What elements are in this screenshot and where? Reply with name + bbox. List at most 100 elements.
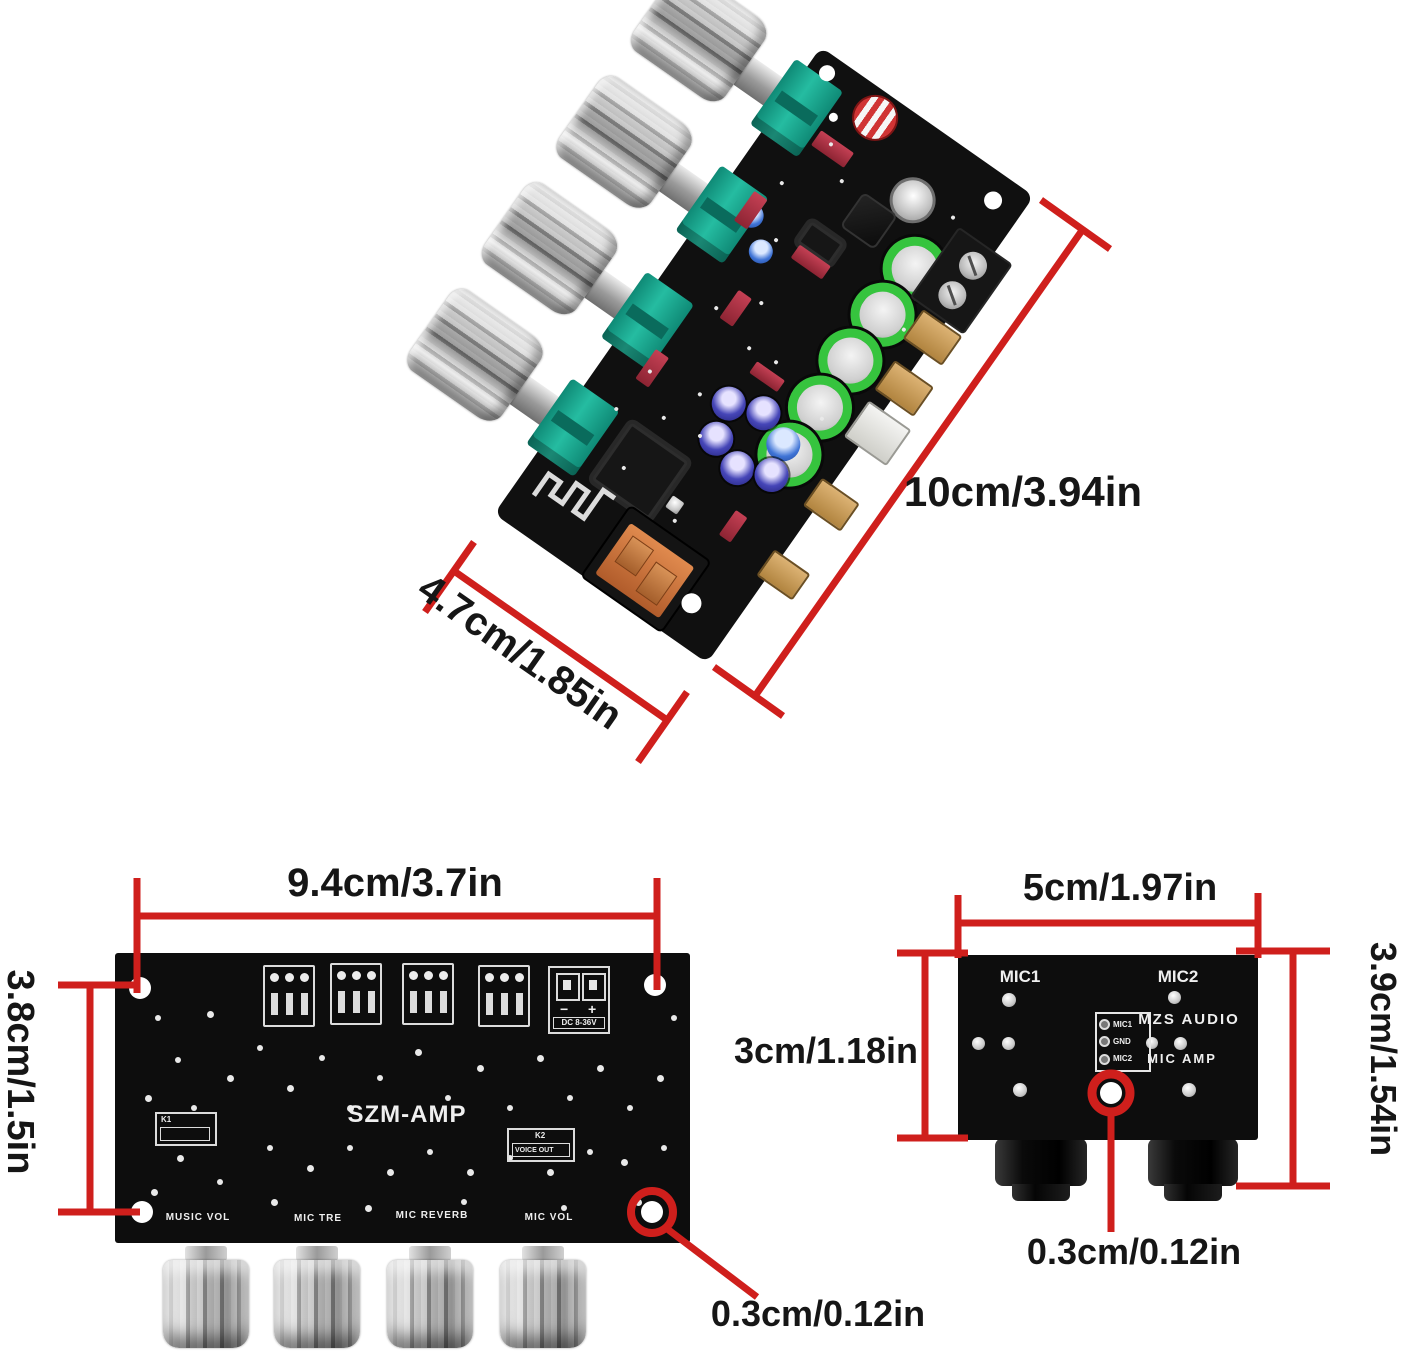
silkscreen-dot <box>779 180 785 186</box>
footprint-pin <box>368 991 375 1013</box>
silkscreen-dot <box>746 345 752 352</box>
solder-pad <box>427 1149 433 1155</box>
solder-pad <box>461 1199 467 1205</box>
footprint-pad <box>485 973 494 982</box>
dim-top-length: 10cm/3.94in <box>903 468 1143 515</box>
solder-pad <box>507 1105 513 1111</box>
solder-pad <box>151 1189 158 1196</box>
pin-pad-icon <box>1099 1036 1110 1048</box>
solder-pad <box>271 1199 278 1206</box>
mic2-label: MIC2 <box>1157 967 1199 986</box>
mounting-hole <box>827 111 840 124</box>
terminal-screw <box>932 275 972 315</box>
silkscreen-dot <box>758 300 765 306</box>
footprint-pad <box>500 973 509 982</box>
silkscreen-dot <box>773 359 779 365</box>
amplifier-board-top-view <box>401 0 1034 664</box>
dim-mic-width: 5cm/1.97in <box>1022 867 1218 909</box>
smd-resistor <box>719 289 752 327</box>
footprint-pad <box>424 971 433 980</box>
solder-pad <box>387 1169 394 1176</box>
mounting-hole <box>641 1201 663 1223</box>
solder-pad <box>347 1105 354 1112</box>
solder-pad <box>307 1165 314 1172</box>
filter-capacitor <box>843 85 908 150</box>
solder-pad <box>1002 993 1016 1007</box>
mounting-hole <box>1100 1082 1122 1104</box>
mic2-jack-barrel <box>1164 1184 1222 1201</box>
pin-label: MIC2 <box>1113 1054 1133 1064</box>
solder-pad <box>1174 1037 1187 1050</box>
product-silkscreen: MIC AMP <box>1147 1051 1217 1066</box>
jst-connector <box>756 549 811 601</box>
k2-label: K2 <box>535 1131 546 1140</box>
audio-capacitor <box>705 379 753 428</box>
footprint-pin <box>425 991 432 1013</box>
usb-tongue <box>595 522 695 619</box>
solder-pad <box>657 1075 664 1082</box>
solder-pad <box>467 1169 474 1176</box>
footprint-pin <box>440 991 447 1013</box>
pin-row: GND <box>1099 1036 1147 1048</box>
mounting-hole <box>980 187 1006 213</box>
solder-pad <box>227 1075 234 1082</box>
mic1-jack <box>995 1138 1087 1186</box>
footprint-pin <box>338 991 345 1013</box>
solder-pad <box>567 1095 573 1101</box>
pin-label: MIC1 <box>1113 1019 1133 1029</box>
knob-nut <box>522 1246 564 1261</box>
front-volume-knob <box>500 1260 586 1348</box>
k2-row: VOICE OUT <box>512 1143 570 1157</box>
dim-mic-body: 3cm/1.18in <box>733 1030 919 1071</box>
solder-pad <box>587 1149 593 1155</box>
smd-resistor <box>749 361 786 393</box>
solder-pad <box>547 1169 554 1176</box>
voice-out-label: VOICE OUT <box>515 1146 554 1154</box>
jst-connector <box>802 477 860 532</box>
knob-nut <box>409 1246 451 1261</box>
dim-front-width: 9.4cm/3.7in <box>287 861 503 905</box>
solder-pad <box>365 1205 372 1212</box>
solder-pad <box>1168 991 1181 1004</box>
knob-label-mic-tre: MIC TRE <box>293 1213 343 1224</box>
k1-row <box>160 1127 210 1141</box>
solder-pad <box>267 1145 273 1151</box>
solder-pad <box>377 1075 383 1081</box>
front-volume-knob <box>274 1260 360 1348</box>
brand-silkscreen: MZS AUDIO <box>1138 1011 1240 1028</box>
szm-amp-board-front-view: − + DC 8-36V K1 K2 VOICE OUT SZM-AMP MUS… <box>115 953 690 1243</box>
footprint-pin <box>486 993 493 1015</box>
jst-connector <box>874 359 935 417</box>
mounting-hole <box>129 977 151 999</box>
solder-pad <box>597 1065 604 1072</box>
knob-label-music-vol: MUSIC VOL <box>165 1212 231 1223</box>
solder-pad <box>661 1145 667 1151</box>
smd-component <box>665 495 685 515</box>
dim-mic-height: 3.9cm/1.54in <box>1363 941 1404 1157</box>
solder-pad <box>621 1159 628 1166</box>
knob-label-mic-vol: MIC VOL <box>524 1212 574 1223</box>
smd-resistor <box>810 130 855 168</box>
solder-pad <box>561 1205 567 1211</box>
k2-footprint: K2 VOICE OUT <box>507 1128 575 1162</box>
silkscreen-dot <box>697 391 703 398</box>
footprint-pad <box>285 973 294 982</box>
solder-pad <box>191 1105 197 1111</box>
mounting-hole <box>644 974 666 996</box>
footprint-pad <box>439 971 448 980</box>
footprint-pad <box>337 971 346 980</box>
solder-pad <box>1182 1083 1196 1097</box>
knob-nut <box>185 1246 227 1261</box>
power-input-footprint: − + DC 8-36V <box>548 966 610 1034</box>
solder-pad <box>477 1065 484 1072</box>
solder-pad <box>415 1049 422 1056</box>
k1-footprint: K1 <box>155 1112 217 1146</box>
mic2-jack <box>1148 1138 1238 1186</box>
footprint-pad <box>515 973 524 982</box>
front-volume-knob <box>387 1260 473 1348</box>
pin-row: MIC2 <box>1099 1053 1147 1065</box>
silkscreen-dot <box>713 305 720 311</box>
footprint-pin <box>501 993 508 1015</box>
mic-amp-board: MIC1 MIC2 MIC1 GND MIC2 MZS AUDIO MIC AM… <box>958 955 1258 1140</box>
